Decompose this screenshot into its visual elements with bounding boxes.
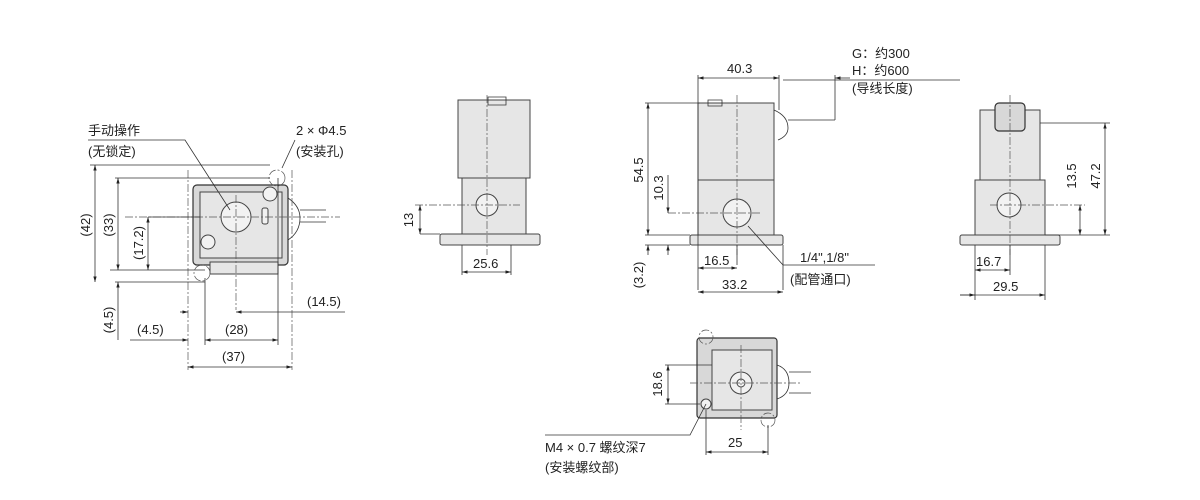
dim-47-2: 47.2 bbox=[1088, 163, 1103, 188]
indicator-window bbox=[261, 207, 269, 225]
dim-54-5: 54.5 bbox=[631, 157, 646, 182]
side-view-a: 13 25.6 bbox=[401, 95, 541, 275]
dim-3-2: (3.2) bbox=[631, 262, 646, 289]
dim-33: (33) bbox=[101, 213, 116, 236]
dim-4-5-horizontal: (4.5) bbox=[137, 322, 164, 337]
manual-operation-sub: (无锁定) bbox=[88, 144, 136, 159]
lead-length-sub: (导线长度) bbox=[852, 81, 913, 96]
dim-29-5: 29.5 bbox=[993, 279, 1018, 294]
flange bbox=[689, 234, 784, 246]
screw-icon bbox=[200, 234, 216, 250]
port-label: 1/4",1/8" bbox=[800, 250, 849, 265]
base bbox=[209, 261, 279, 275]
dim-37: (37) bbox=[222, 349, 245, 364]
bottom-view: 18.6 25 M4 × 0.7 螺纹深7 (安装螺纹部) bbox=[545, 329, 811, 475]
hole-sub: (安装孔) bbox=[296, 144, 344, 159]
side-view-b: 40.3 G：约300 H：约600 (导线长度) 54.5 10.3 (3.2… bbox=[631, 46, 960, 294]
dim-28: (28) bbox=[225, 322, 248, 337]
dim-40-3: 40.3 bbox=[727, 61, 752, 76]
dim-10-3: 10.3 bbox=[651, 175, 666, 200]
dim-16-5: 16.5 bbox=[704, 253, 729, 268]
thread-label: M4 × 0.7 螺纹深7 bbox=[545, 440, 646, 455]
dim-17-2: (17.2) bbox=[131, 226, 146, 260]
coil bbox=[697, 102, 775, 181]
dim-13-5: 13.5 bbox=[1064, 163, 1079, 188]
dim-4-5-vertical: (4.5) bbox=[101, 307, 116, 334]
port-sub: (配管通口) bbox=[790, 272, 851, 287]
manual-operation-label: 手动操作 bbox=[88, 123, 140, 138]
thread-sub: (安装螺纹部) bbox=[545, 460, 619, 475]
dim-33-2: 33.2 bbox=[722, 277, 747, 292]
hole-label: 2 × Φ4.5 bbox=[296, 123, 347, 138]
dim-25-6: 25.6 bbox=[473, 256, 498, 271]
flange bbox=[439, 233, 541, 246]
dim-14-5: (14.5) bbox=[307, 294, 341, 309]
screw-icon bbox=[262, 186, 278, 202]
connector bbox=[287, 197, 326, 241]
dim-25: 25 bbox=[728, 435, 742, 450]
dim-18-6: 18.6 bbox=[650, 371, 665, 396]
lead-length-g: G：约300 bbox=[852, 46, 910, 61]
side-view-c: 13.5 47.2 16.7 29.5 bbox=[959, 95, 1110, 300]
dim-16-7: 16.7 bbox=[976, 254, 1001, 269]
coil bbox=[457, 99, 531, 179]
dim-13: 13 bbox=[401, 213, 416, 227]
lead-length-h: H：约600 bbox=[852, 63, 909, 78]
dim-42: (42) bbox=[78, 213, 93, 236]
front-view: 手动操作 (无锁定) 2 × Φ4.5 (安装孔) (42) (33) (17.… bbox=[78, 123, 347, 370]
